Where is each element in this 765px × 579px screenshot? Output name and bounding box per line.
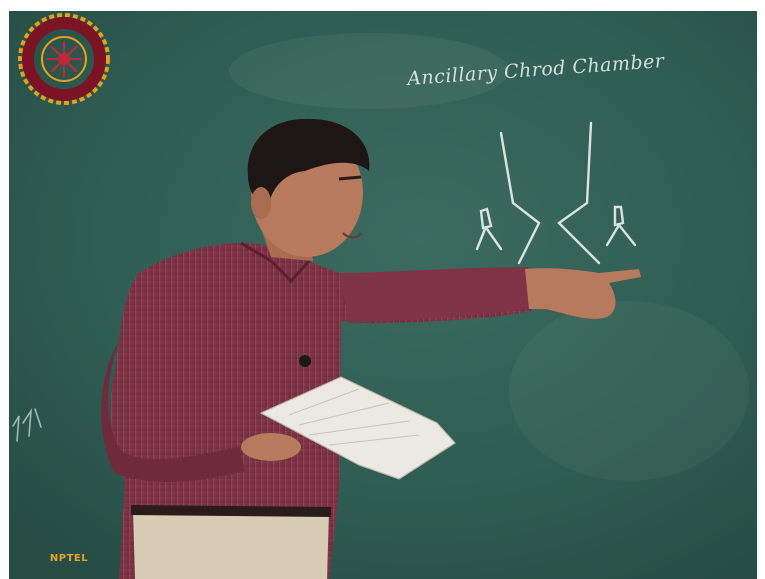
lecture-video[interactable]: Ancillary Chrod Chamber NPTEL bbox=[9, 11, 757, 579]
board-smudge bbox=[229, 33, 509, 109]
presenter-left-hand bbox=[241, 433, 301, 461]
chalk-diagram bbox=[12, 121, 637, 442]
nptel-logo bbox=[18, 13, 110, 105]
presenter-ear bbox=[251, 187, 271, 219]
chamber-left-wall bbox=[499, 131, 541, 265]
chalk-scribble bbox=[12, 407, 42, 442]
presenter-right-arm bbox=[339, 267, 531, 323]
presenter-mouth bbox=[342, 232, 362, 239]
presenter-brow bbox=[338, 175, 362, 181]
presenter-trousers bbox=[133, 511, 329, 579]
injector-right bbox=[605, 205, 637, 247]
presenter-left-arm bbox=[101, 341, 245, 482]
presenter-belt bbox=[131, 505, 331, 517]
chamber-right-wall bbox=[557, 121, 601, 265]
board-smudge bbox=[509, 301, 749, 481]
injector-left bbox=[475, 207, 503, 251]
nptel-logo-label: NPTEL bbox=[49, 553, 89, 564]
papers bbox=[259, 376, 456, 480]
presenter-pointing-hand bbox=[525, 268, 641, 319]
lapel-mic bbox=[299, 355, 311, 367]
lecture-scene bbox=[9, 11, 757, 579]
presenter-hair bbox=[247, 118, 370, 211]
